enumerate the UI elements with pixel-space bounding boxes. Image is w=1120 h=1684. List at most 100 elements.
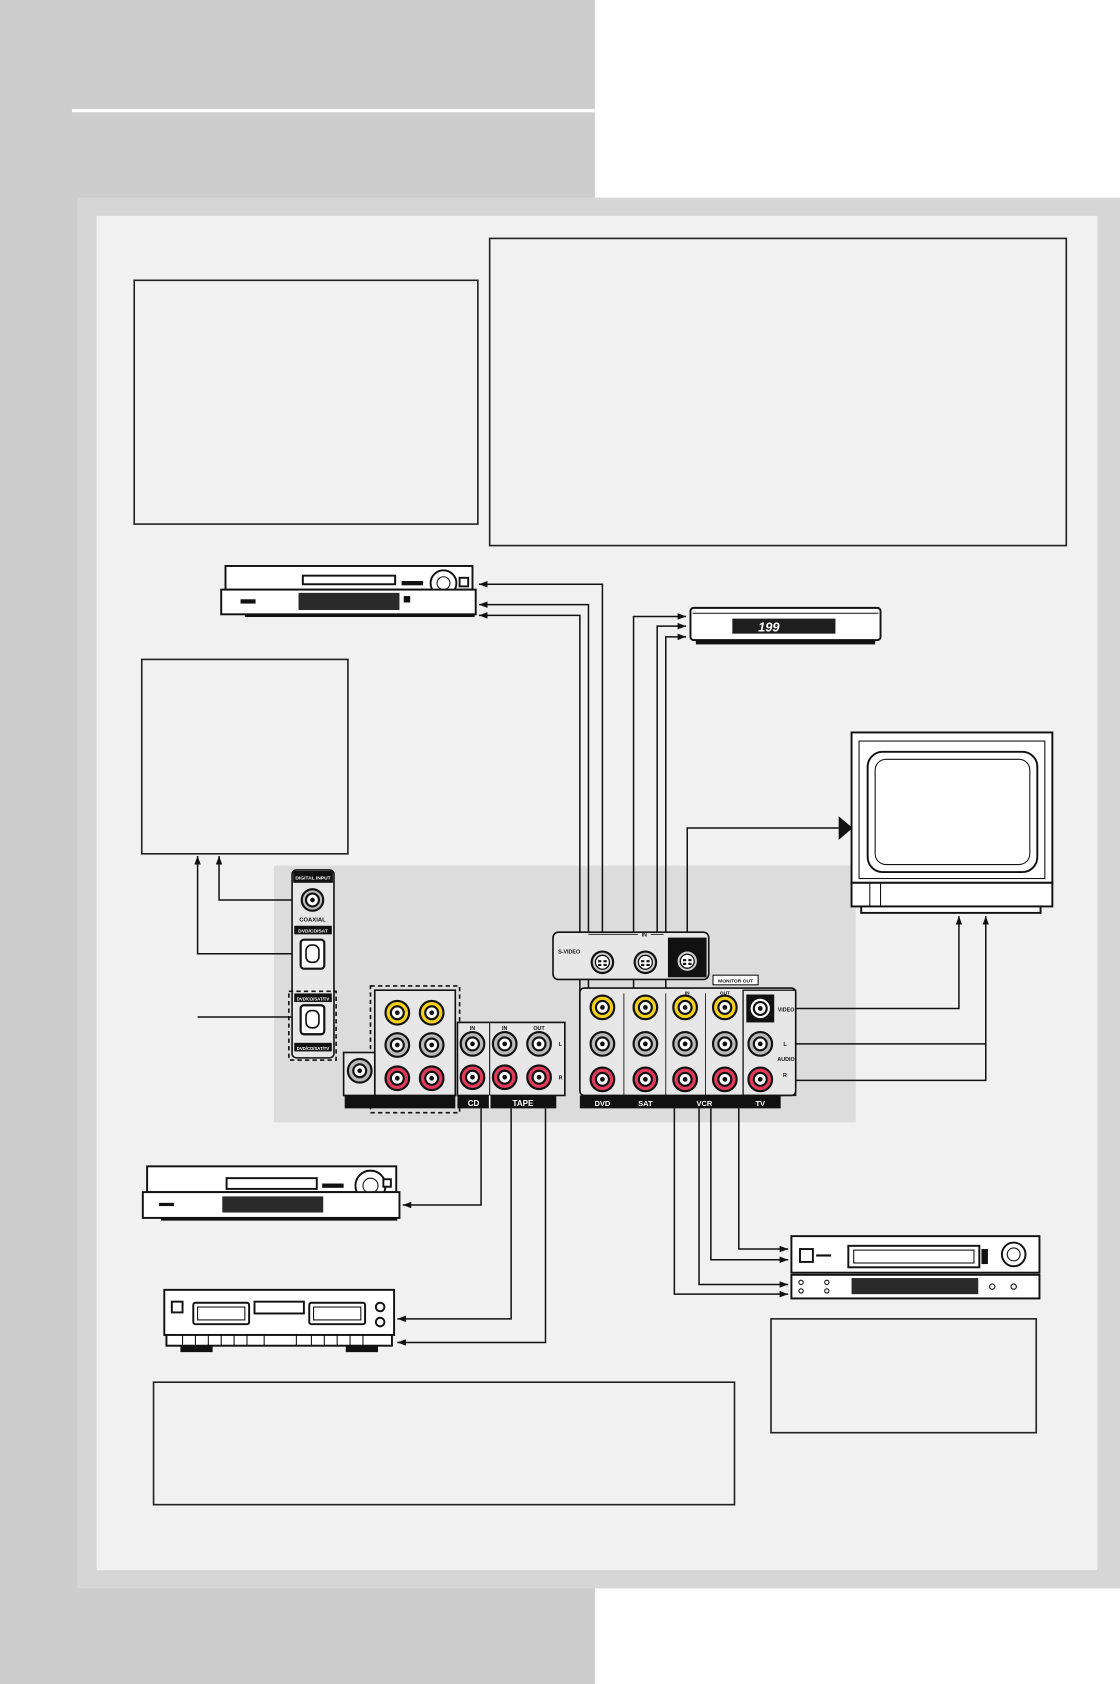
jack-cd-right: [459, 1064, 486, 1091]
tv-input-arrow: [838, 816, 853, 840]
tape-in-label: IN: [502, 1026, 507, 1032]
jack-vcr-out-video: [711, 994, 738, 1021]
wire-tv-audio-right: [771, 916, 989, 1082]
jack-mc-left-2: [418, 1032, 445, 1058]
tv-audio-label: AUDIO: [777, 1057, 794, 1063]
optical-2-label-bar-bottom: [294, 1042, 332, 1052]
wire-vcr-4: [673, 1108, 789, 1298]
svideo-label: S-VIDEO: [558, 950, 580, 956]
wire-tv-svideo: [686, 827, 839, 951]
wire-tape-in: [397, 1108, 512, 1323]
wires: [194, 581, 989, 1346]
satellite-display-value: 199: [758, 619, 780, 634]
vcr-in-label: IN: [685, 991, 690, 997]
svideo-jack-sat: [633, 950, 658, 975]
jack-mc-video-1: [384, 999, 411, 1026]
wire-sat-audio: [632, 613, 687, 1080]
jack-cd-left: [459, 1031, 486, 1057]
tv-label: TV: [755, 1099, 765, 1108]
dvd-label: DVD: [594, 1099, 610, 1108]
monitor-out-label: MONITOR OUT: [718, 979, 753, 985]
tv-left-label: L: [783, 1042, 787, 1048]
wire-optical-1: [194, 855, 301, 955]
optical-2-label-bottom: DVD/CD/SAT/TV: [297, 1046, 330, 1051]
wire-vcr-3: [698, 1108, 789, 1288]
jack-sat-video: [632, 994, 659, 1021]
jack-mc-right-2: [418, 1065, 445, 1092]
multichannel-input-section: [342, 985, 461, 1114]
tv-screen: [866, 750, 1039, 874]
av-label-bar: [579, 1095, 781, 1109]
caption-box-digital: [133, 279, 479, 525]
jack-tape-in-left: [491, 1031, 518, 1057]
cd-tape-left-label: L: [559, 1042, 563, 1048]
optical-2-dashed-frame: [288, 990, 337, 1061]
optical-2-label-top: DVD/CD/SAT/TV: [297, 996, 330, 1001]
wire-vcr-1: [738, 1108, 789, 1253]
jack-vcr-out-left: [711, 1031, 738, 1057]
caption-box-vcr: [770, 1318, 1038, 1434]
caption-box-video: [488, 237, 1068, 547]
jack-dvd-left: [589, 1031, 616, 1057]
optical-jack-2: [299, 1004, 326, 1036]
multichannel-label-bar: [344, 1095, 456, 1109]
optical-jack-1: [299, 938, 326, 970]
caption-box-audio: [152, 1381, 736, 1506]
jack-tape-out-left: [526, 1031, 552, 1057]
cd-player: [141, 1165, 401, 1221]
vcr-label: VCR: [697, 1099, 713, 1108]
jack-tv-left: [747, 1031, 774, 1057]
wire-tape-out: [397, 1108, 547, 1346]
wire-dvd-svideo: [478, 581, 604, 951]
svideo-jack-monitor-out: [675, 949, 700, 974]
satellite-receiver: 199: [689, 606, 882, 645]
cd-tape-section: CD TAPE IN IN OUT L R: [456, 1021, 566, 1109]
coaxial-jack: [300, 888, 325, 912]
jack-mc-left-1: [384, 1032, 411, 1058]
jack-sat-left: [632, 1031, 659, 1057]
jack-dvd-video: [589, 994, 616, 1021]
cd-tape-right-label: R: [559, 1075, 563, 1081]
vcr-out-label: OUT: [720, 991, 730, 997]
optical-2-label-bar-top: [294, 993, 332, 1003]
jack-mc-right-1: [384, 1065, 411, 1092]
jack-dvd-right: [589, 1066, 616, 1093]
svideo-jack-dvd: [590, 950, 615, 975]
video-input-section: S-VIDEO IN MONITOR OUT IN OUT VID: [552, 931, 797, 1109]
jack-mc-video-2: [418, 999, 445, 1026]
caption-box-decoder: [140, 658, 349, 855]
jack-tape-in-right: [491, 1064, 518, 1091]
tape-label: TAPE: [513, 1099, 534, 1108]
sat-label: SAT: [638, 1099, 653, 1108]
cd-in-label: IN: [470, 1026, 475, 1032]
jack-vcr-in-left: [672, 1031, 698, 1057]
digital-input-section: DIGITAL INPUT COAXIAL DVD/CD/SAT DVD/CD/…: [288, 869, 337, 1061]
wire-coaxial: [215, 855, 302, 901]
cassette-deck: [163, 1288, 396, 1353]
wire-vcr-2: [710, 1108, 789, 1264]
dvd-player: [220, 565, 477, 618]
jack-vcr-in-right: [672, 1066, 698, 1093]
cd-tape-label-bar: [457, 1095, 557, 1109]
tv-right-label: R: [783, 1073, 787, 1079]
jack-vcr-in-video: [672, 994, 698, 1021]
wire-tv-video: [771, 916, 963, 1010]
cd-label: CD: [468, 1099, 480, 1108]
tape-out-label: OUT: [533, 1026, 545, 1032]
jack-monitor-out-video: [748, 996, 773, 1021]
optical-1-label-bar: [294, 925, 332, 935]
jack-tape-out-right: [526, 1064, 552, 1091]
wire-cd: [402, 1108, 482, 1209]
vcr: [790, 1235, 1041, 1300]
monitor-out-label-box: [712, 974, 759, 986]
satellite-display: [732, 618, 836, 634]
jack-vcr-out-right: [711, 1066, 738, 1093]
jack-tv-right: [747, 1066, 774, 1093]
jack-single: [346, 1057, 373, 1084]
tv-video-label: VIDEO: [778, 1008, 795, 1014]
digital-input-header: [293, 870, 333, 883]
coaxial-label: COAXIAL: [299, 917, 326, 923]
jack-sat-right: [632, 1066, 659, 1093]
digital-input-label: DIGITAL INPUT: [295, 876, 330, 882]
